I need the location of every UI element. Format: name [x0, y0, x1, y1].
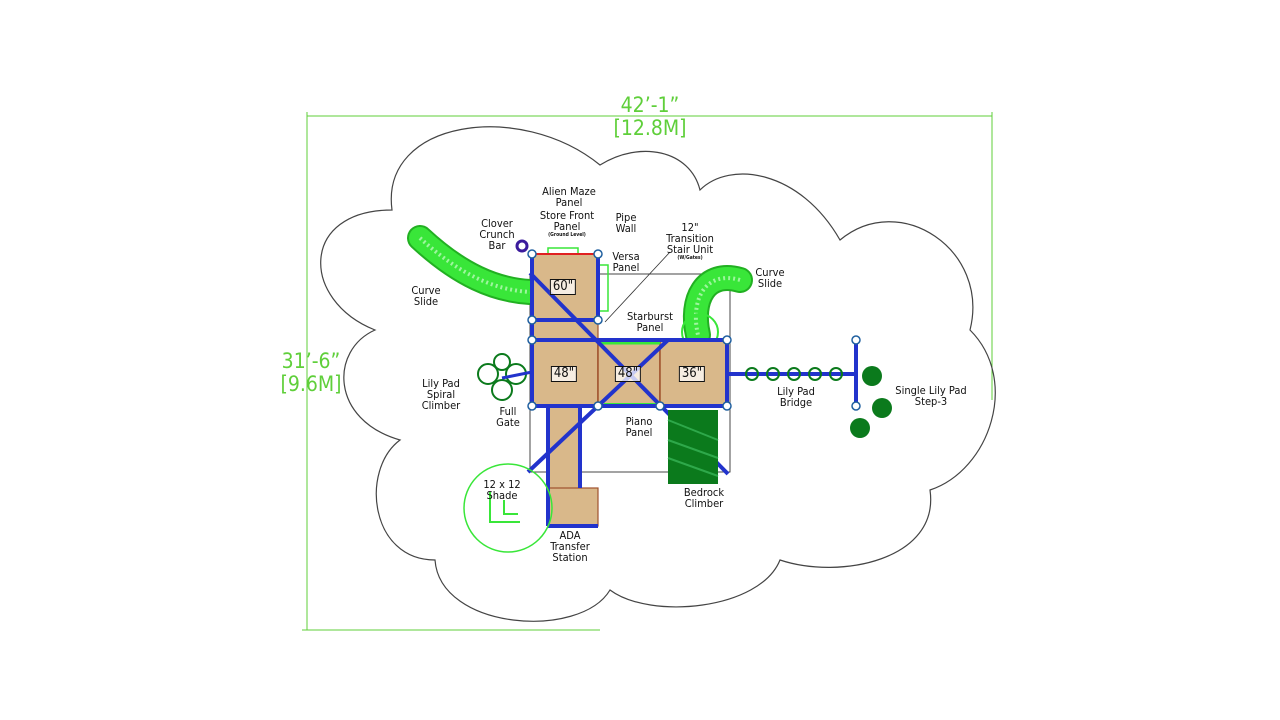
depth-metric: [9.6M] — [280, 372, 342, 396]
transition-leader — [604, 251, 671, 323]
lily-pad-spiral-climber — [477, 353, 533, 401]
single-lily-pad-steps — [850, 366, 892, 438]
width-dimension: 42’-1” [12.8M] — [613, 94, 686, 140]
bedrock-climber — [667, 410, 719, 484]
posts — [527, 249, 732, 411]
shade-12x12 — [463, 463, 553, 553]
lily-pad-bridge — [727, 335, 861, 411]
deck-height-36: 36" — [678, 366, 706, 382]
width-imperial: 42’-1” — [620, 93, 680, 117]
deck-height-48-left: 48" — [550, 366, 578, 382]
deck-height-48-center: 48" — [614, 366, 642, 382]
clover-crunch-bar — [515, 239, 529, 253]
curve-slide-left — [407, 225, 543, 305]
safety-zone-outline — [320, 126, 996, 622]
deck-height-60: 60" — [549, 279, 577, 295]
width-metric: [12.8M] — [613, 116, 687, 140]
depth-imperial: 31’-6” — [281, 349, 341, 373]
dimension-lines — [302, 112, 993, 631]
depth-dimension: 31’-6” [9.6M] — [280, 350, 341, 396]
